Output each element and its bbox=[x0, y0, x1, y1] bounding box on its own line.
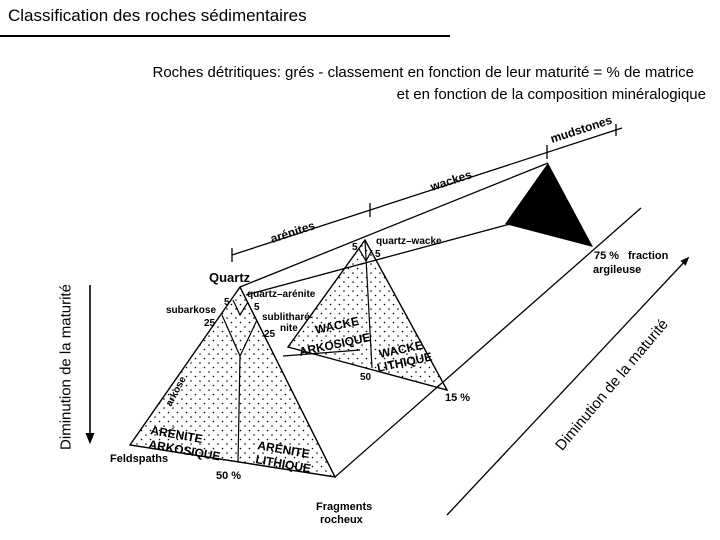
pct-75: 75 % bbox=[594, 250, 619, 262]
label-argileuse: argileuse bbox=[593, 264, 641, 276]
group-brackets bbox=[231, 124, 623, 262]
label-fragments-2: rocheux bbox=[320, 514, 364, 526]
label-quartz-arenite: quartz–arénite bbox=[247, 289, 316, 300]
pct-15: 15 % bbox=[445, 392, 470, 404]
label-subarkose: subarkose bbox=[166, 305, 216, 316]
slide-title: Classification des roches sédimentaires bbox=[8, 6, 307, 25]
label-fraction: fraction bbox=[628, 250, 669, 262]
arenite-triangle bbox=[128, 285, 337, 478]
label-wackes: wackes bbox=[428, 167, 474, 194]
label-quartz-wacke: quartz–wacke bbox=[376, 236, 442, 247]
label-feldspaths: Feldspaths bbox=[110, 453, 168, 465]
label-sublitharenite-2: nite bbox=[280, 323, 298, 334]
wacke-divisions bbox=[358, 239, 373, 369]
pct-a5-left: 5 bbox=[224, 297, 230, 308]
pct-w5-right: 5 bbox=[375, 249, 381, 260]
subtitle-line-2: et en fonction de la composition minéral… bbox=[396, 86, 706, 103]
pct-w50: 50 bbox=[360, 372, 372, 383]
subtitle-line-1: Roches détritiques: grés - classement en… bbox=[152, 64, 694, 81]
mudstone-triangle bbox=[505, 163, 593, 247]
pct-a5-right: 5 bbox=[254, 302, 260, 313]
title-underline bbox=[0, 35, 450, 37]
label-quartz: Quartz bbox=[209, 270, 251, 285]
wacke-triangle bbox=[286, 238, 449, 392]
pct-a50: 50 % bbox=[216, 470, 241, 482]
label-arenites: arénites bbox=[269, 218, 317, 246]
arenite-divisions bbox=[221, 299, 258, 463]
right-maturity-arrow bbox=[446, 256, 690, 516]
left-axis-label: Diminution de la maturité bbox=[57, 284, 75, 450]
pct-a25-right: 25 bbox=[264, 329, 276, 340]
pct-a25-left: 25 bbox=[204, 318, 216, 329]
label-fragments-1: Fragments bbox=[316, 501, 372, 513]
pct-w5-left: 5 bbox=[352, 242, 358, 253]
label-sublitharenite-1: sublitharé- bbox=[262, 312, 313, 323]
